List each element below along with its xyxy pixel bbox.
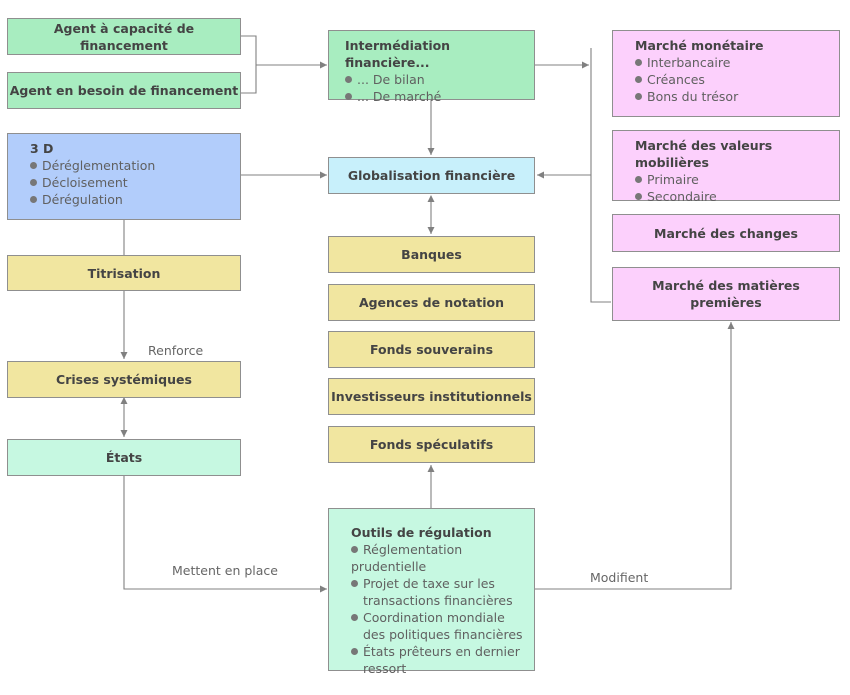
node-intermediation: Intermédiation financière... ... De bila… [328,30,535,104]
node-3d-item-label: Déréglementation [42,158,156,173]
node-3d-item: Décloisement [30,174,240,191]
node-marche-valeurs-title: Marché des valeurs mobilières [635,138,773,170]
bullet-icon [351,648,358,655]
bullet-icon [30,179,37,186]
node-investisseurs: Investisseurs institutionnels [328,378,535,415]
node-fonds-souverains: Fonds souverains [328,331,535,368]
node-outils-item: Coordination mondiale [351,609,534,626]
node-marche-changes: Marché des changes [612,214,840,252]
node-outils-item-label: Projet de taxe sur les [363,576,495,591]
node-outils-item: États prêteurs en dernier [351,643,534,660]
node-outils-item-label: Réglementation prudentielle [351,542,463,574]
node-marche-monetaire-item: Créances [635,71,839,88]
bullet-icon [635,176,642,183]
node-3d-item-label: Dérégulation [42,192,123,207]
node-3d-title: 3 D [30,141,54,156]
edge-label-modifient: Modifient [590,570,649,585]
node-outils-item: Réglementation prudentielle [351,541,534,575]
node-outils-item: Projet de taxe sur les [351,575,534,592]
bullet-icon [635,59,642,66]
node-marche-valeurs-item: Primaire [635,171,839,188]
node-marche-monetaire-item-label: Créances [647,72,705,87]
node-marche-monetaire-item-label: Interbancaire [647,55,731,70]
node-agent-besoin: Agent en besoin de financement [7,72,241,109]
node-fonds-speculatifs: Fonds spéculatifs [328,426,535,463]
node-intermediation-item: ... De marché [345,88,534,105]
node-outils-item-continued: des politiques financières [363,627,523,642]
edge-label-mettent-en-place: Mettent en place [172,563,278,578]
edge-outils-to-matieres [535,322,735,590]
node-marche-monetaire: Marché monétaire Interbancaire Créances … [612,30,840,117]
bullet-icon [635,93,642,100]
node-marche-valeurs-item-label: Primaire [647,172,699,187]
node-outils-item-continued: ressort [363,661,407,676]
node-marche-matieres: Marché des matières premières [612,267,840,321]
node-3d-item: Dérégulation [30,191,240,208]
node-outils-item-continued: transactions financières [363,593,513,608]
edge-marches-bracket [590,48,611,303]
node-intermediation-item: ... De bilan [345,71,534,88]
node-outils: Outils de régulation Réglementation prud… [328,508,535,676]
bullet-icon [635,193,642,200]
bullet-icon [30,196,37,203]
node-outils-title: Outils de régulation [351,525,492,540]
node-outils-item-label: Coordination mondiale [363,610,505,625]
node-marche-monetaire-item: Bons du trésor [635,88,839,105]
node-3d: 3 D Déréglementation Décloisement Dérégu… [7,133,241,220]
node-marche-valeurs: Marché des valeurs mobilières Primaire S… [612,130,840,204]
node-marche-valeurs-item-label: Secondaire [647,189,717,204]
node-agences: Agences de notation [328,284,535,321]
bullet-icon [351,546,358,553]
node-3d-item-label: Décloisement [42,175,128,190]
node-titrisation: Titrisation [7,255,241,291]
edge-etats-to-outils [123,476,327,593]
node-banques: Banques [328,236,535,273]
node-agent-capacite: Agent à capacité de financement [7,18,241,55]
edge-agent-capacite [241,35,257,65]
node-intermediation-title: Intermédiation financière... [345,38,451,70]
node-intermediation-item-label: ... De bilan [357,72,425,87]
node-crises: Crises systémiques [7,361,241,398]
node-marche-monetaire-title: Marché monétaire [635,38,764,53]
bullet-icon [351,580,358,587]
node-marche-monetaire-item: Interbancaire [635,54,839,71]
edge-agent-besoin [241,65,257,94]
node-marche-valeurs-item: Secondaire [635,188,839,205]
node-intermediation-item-label: ... De marché [357,89,442,104]
bullet-icon [345,93,352,100]
bullet-icon [30,162,37,169]
bullet-icon [345,76,352,83]
edge-label-renforce: Renforce [148,343,204,358]
bullet-icon [635,76,642,83]
node-globalisation: Globalisation financière [328,157,535,194]
bullet-icon [351,614,358,621]
node-marche-monetaire-item-label: Bons du trésor [647,89,739,104]
node-3d-item: Déréglementation [30,157,240,174]
node-etats: États [7,439,241,476]
node-outils-item-label: États prêteurs en dernier [363,644,520,659]
